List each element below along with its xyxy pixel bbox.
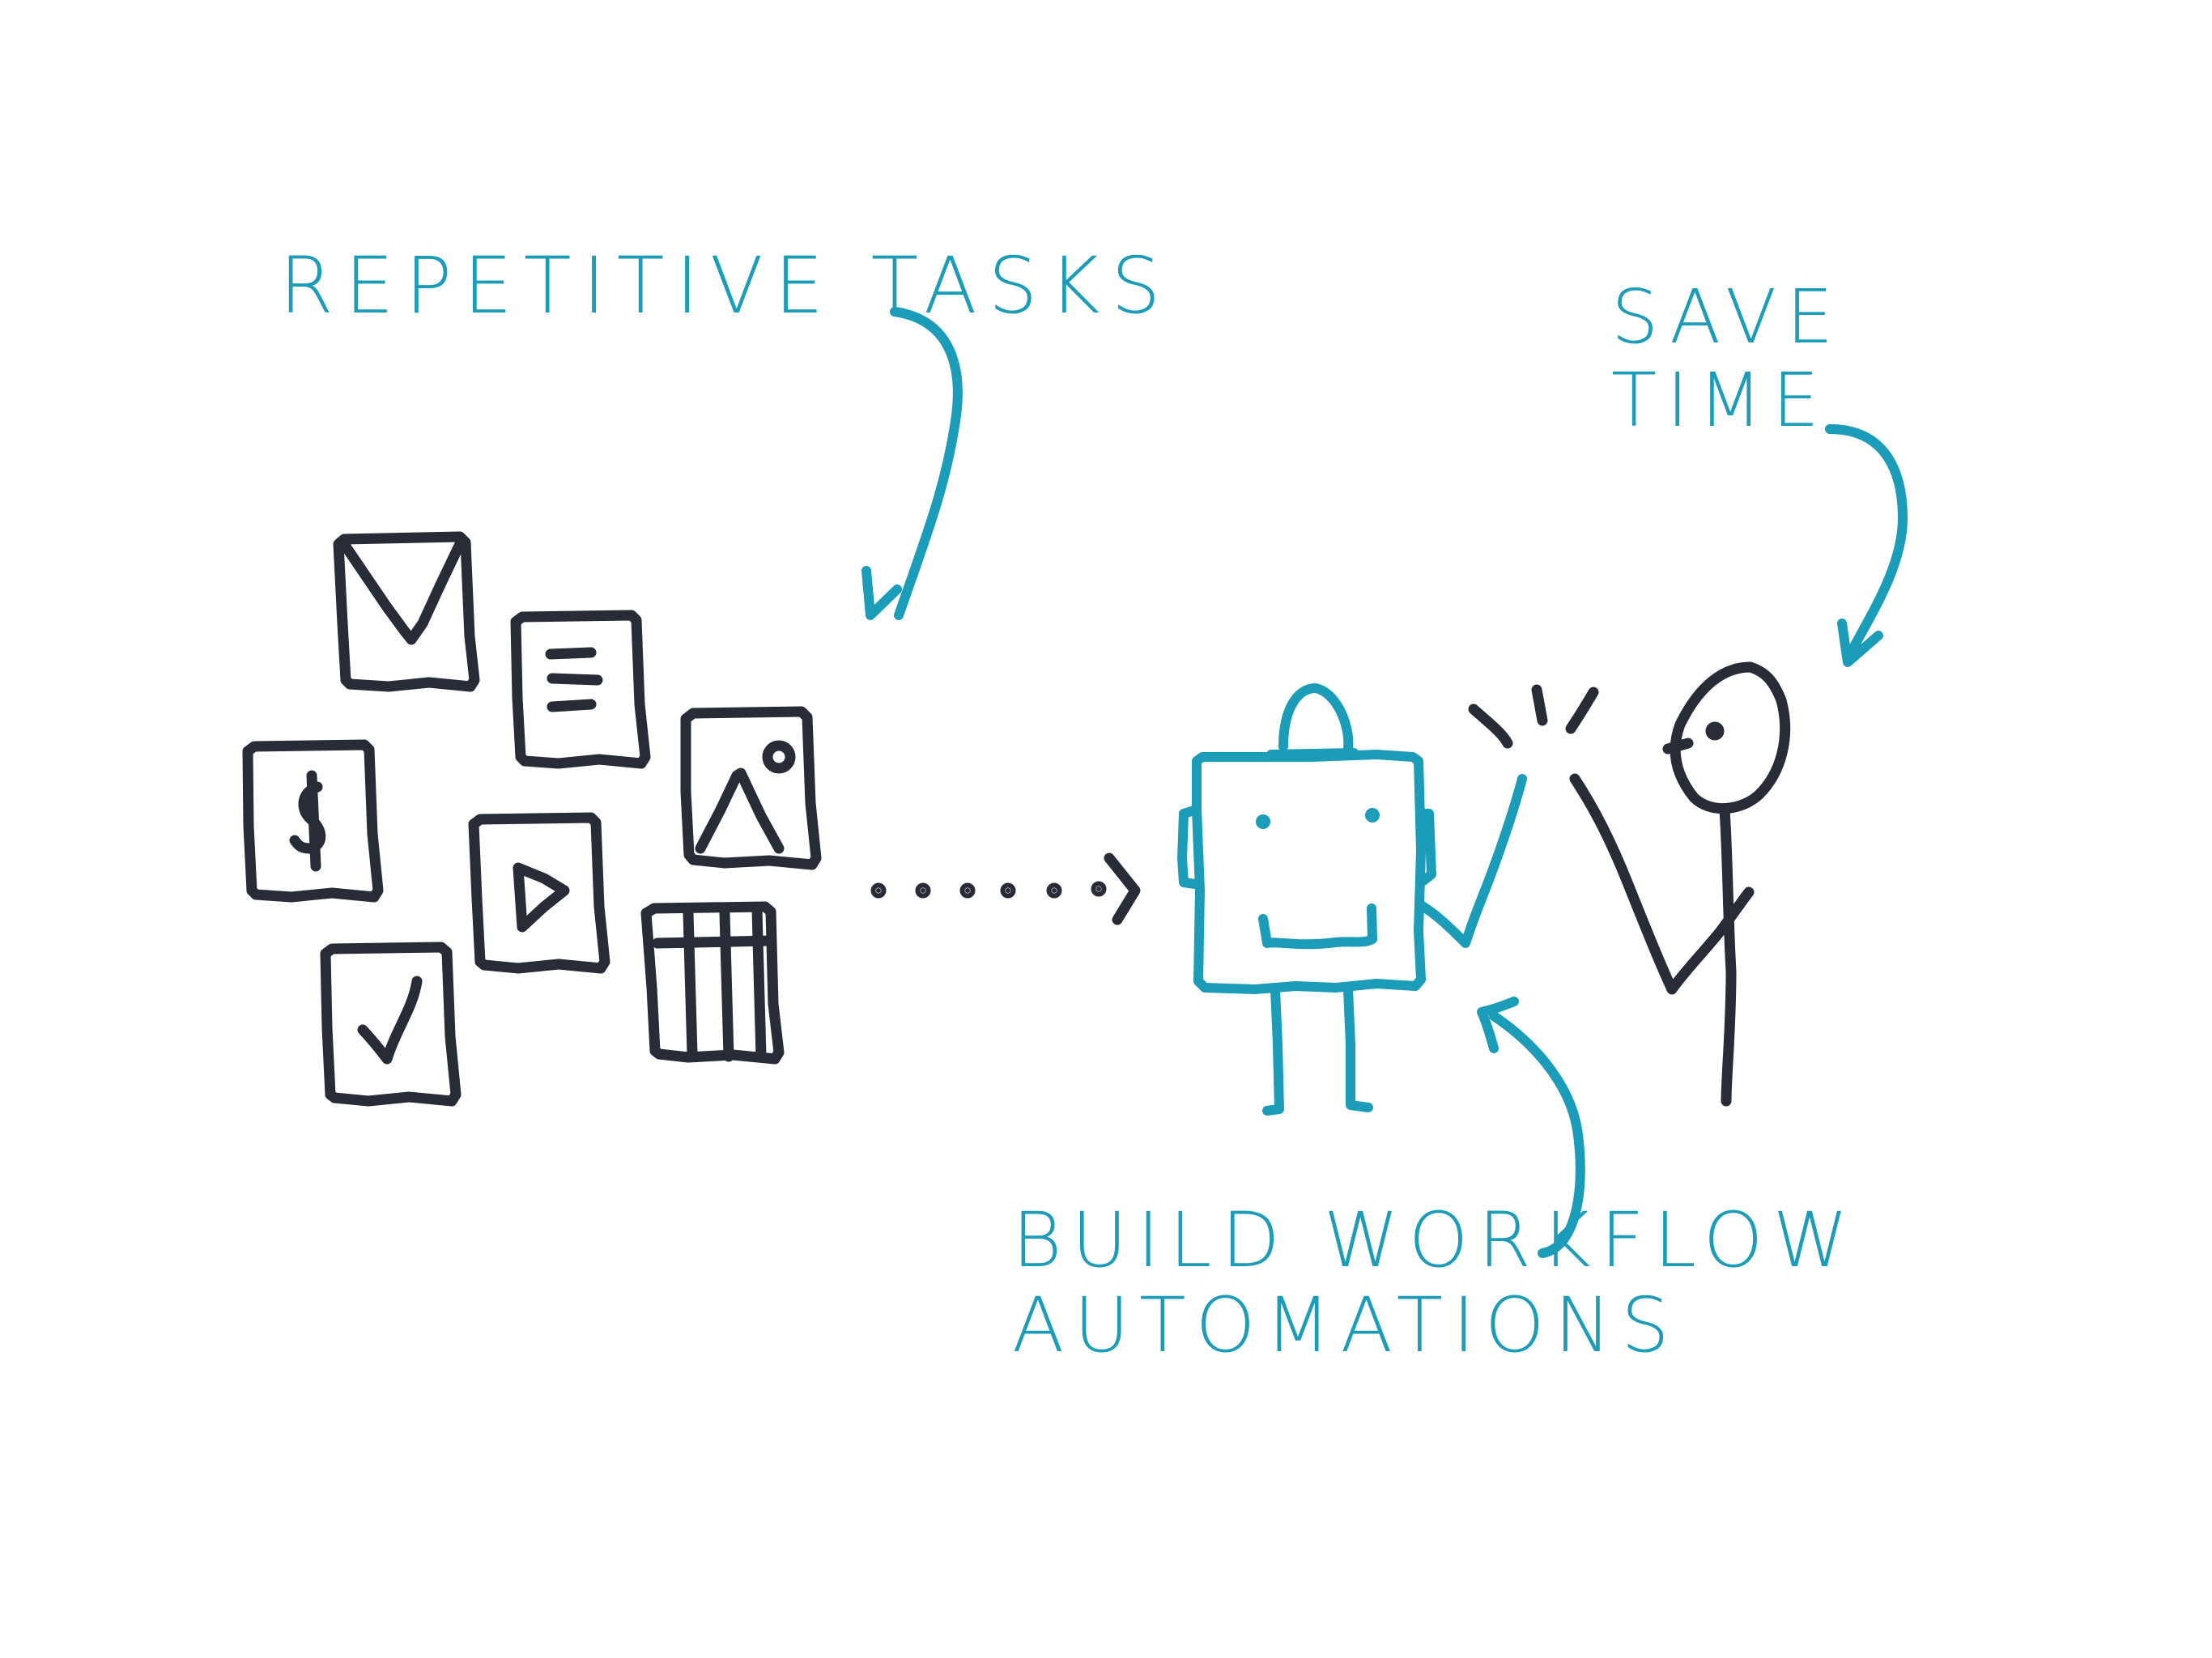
repetitive-tasks-label: REPETITIVE TASKS — [279, 240, 1172, 331]
dollar-card-icon — [242, 739, 384, 903]
dotted-arrow-connector — [870, 852, 1141, 925]
save-time-label: SAVE TIME — [1611, 275, 1843, 442]
video-play-card-icon — [468, 812, 610, 974]
image-card-icon — [680, 706, 822, 870]
arrow-save-time — [1825, 424, 1908, 667]
save-time-label-line: SAVE — [1611, 274, 1844, 360]
document-card-icon — [510, 610, 651, 769]
stick-person-icon — [1569, 661, 1791, 1107]
robot-icon — [1177, 683, 1527, 1116]
build-workflow-label-line: AUTOMATIONS — [1012, 1282, 1679, 1371]
task-cards-group — [242, 531, 1791, 1107]
build-workflow-label: BUILD WORKFLOW AUTOMATIONS — [1012, 1198, 1858, 1369]
save-time-label-line: TIME — [1611, 357, 1829, 444]
checkmark-card-icon — [320, 942, 462, 1107]
email-card-icon — [333, 531, 480, 692]
arrow-build-automations — [1477, 997, 1585, 1258]
build-workflow-label-line: BUILD WORKFLOW — [1012, 1197, 1858, 1285]
robot-and-arrows-group — [861, 307, 1908, 1258]
arrow-repetitive-tasks — [861, 307, 963, 620]
spreadsheet-card-icon — [640, 901, 785, 1065]
high-five-spark-icon — [1468, 684, 1599, 749]
